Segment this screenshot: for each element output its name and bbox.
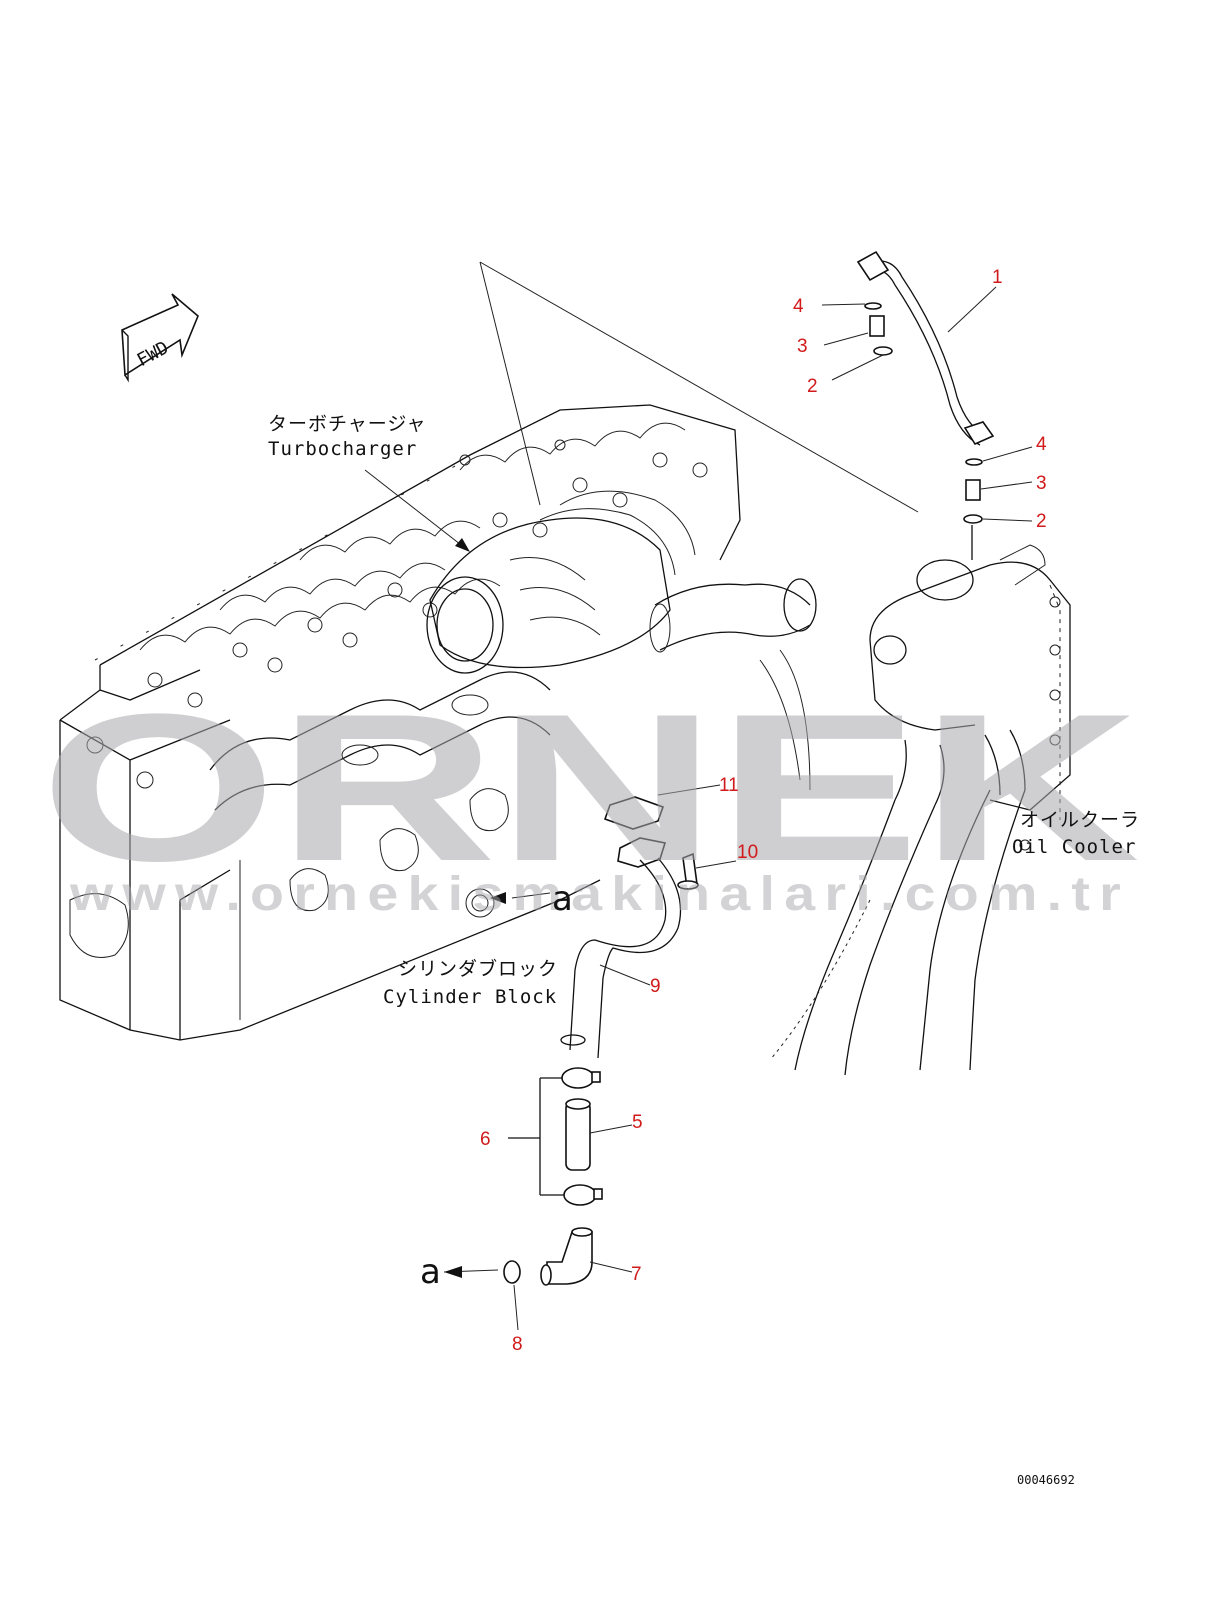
oil-cooler-drawing [769,544,1071,1076]
arrowhead-to-ref-a [444,1266,462,1278]
watermark-brand: ORNEK [40,670,1140,905]
leader-lines [364,286,1033,1331]
callout-5: 5 [632,1112,643,1133]
document-id: 00046692 [1017,1473,1075,1487]
callout-11: 11 [719,775,739,796]
callout-3-lower: 3 [1036,473,1047,494]
engine-block-drawing [59,404,741,1041]
callout-2-upper: 2 [807,376,818,397]
callout-3-upper: 3 [797,336,808,357]
fwd-direction-icon: FWD [121,293,199,383]
callout-4-lower: 4 [1036,434,1047,455]
cylinder-block-label-en: Cylinder Block [383,986,557,1008]
hose-clamp-elbow-assembly [503,1067,603,1286]
detail-reference-lines [479,261,919,513]
callout-7: 7 [631,1264,642,1285]
callout-6: 6 [480,1129,491,1150]
callout-8: 8 [512,1334,523,1355]
callout-2-lower: 2 [1036,511,1047,532]
ref-marker-a-lower: a [420,1252,441,1292]
oil-tube-assembly [856,250,995,560]
turbocharger-label-jp: ターボチャージャ [268,413,426,435]
callout-1: 1 [992,267,1003,288]
oil-return-pipe-assembly [560,796,699,1059]
arrowhead-turbo [455,538,470,552]
cylinder-block-label-jp: シリンダブロック [398,957,558,980]
turbocharger-label-en: Turbocharger [268,438,417,460]
oil-cooler-label-en: Oil Cooler [1012,836,1136,858]
callout-10: 10 [737,842,758,863]
ref-marker-a-upper: a [552,879,573,919]
callout-9: 9 [650,976,661,997]
arrowhead-to-block [490,892,506,904]
watermark-url: www.ornekismakinalari.com.tr [69,868,1130,921]
callout-4-upper: 4 [793,296,804,317]
turbocharger-drawing [426,490,817,791]
oil-cooler-label-jp: オイルクーラ [1020,809,1140,831]
